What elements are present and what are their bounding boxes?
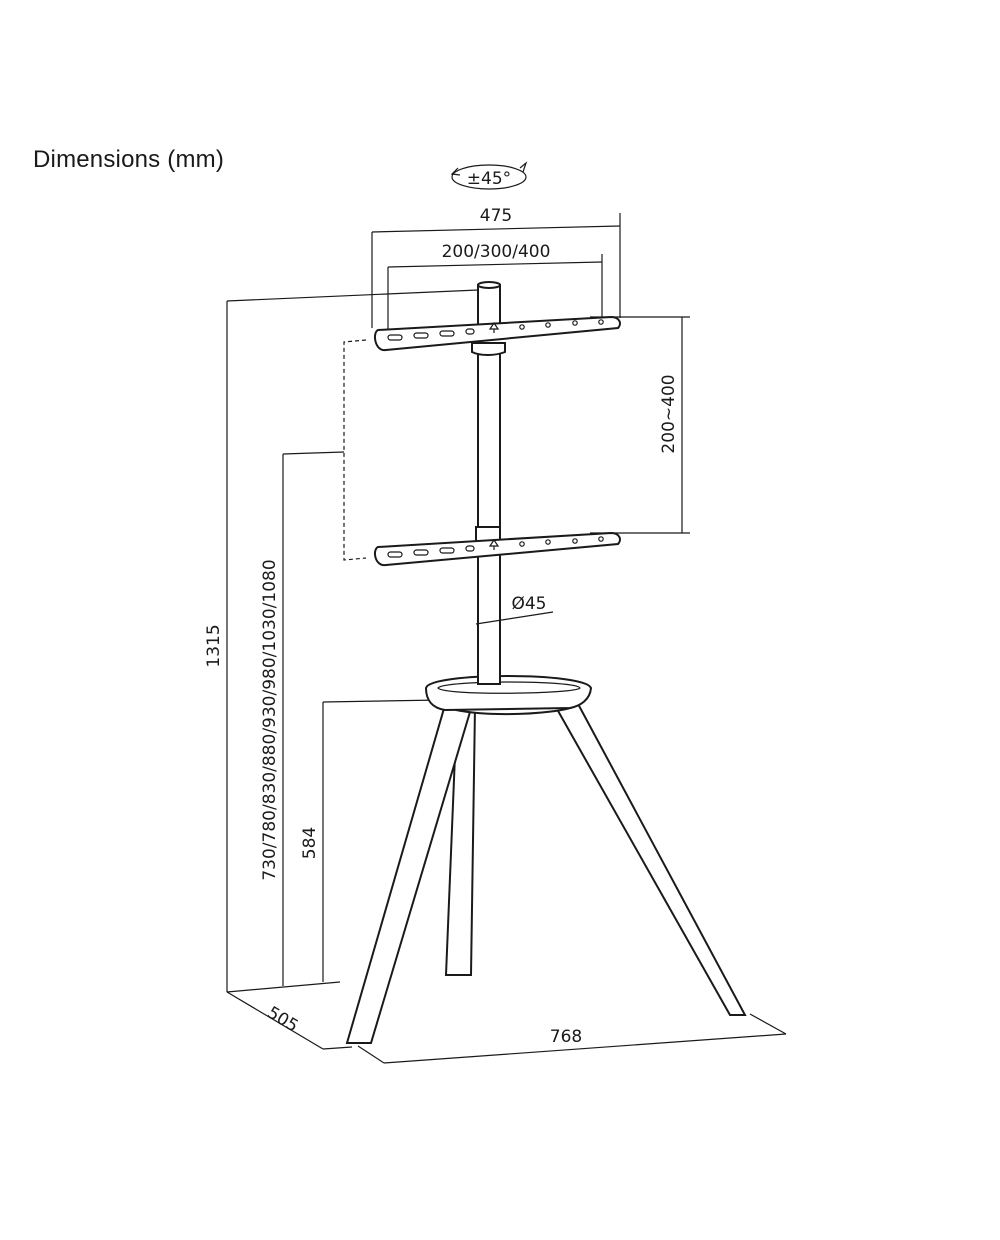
- shelf-height-label: 584: [300, 827, 320, 859]
- total-height-dimension: 1315: [204, 289, 479, 992]
- depth-dimension: 505: [226, 981, 353, 1050]
- pole: [471, 281, 506, 685]
- vesa-horizontal-dimension: 200/300/400: [387, 242, 603, 338]
- width-label: 768: [550, 1027, 582, 1047]
- rotation-indicator: ±45°: [450, 161, 528, 190]
- rotation-label: ±45°: [467, 169, 511, 189]
- height-options-dimension: 730/780/830/880/930/980/1030/1080: [260, 451, 345, 986]
- top-bracket: [373, 315, 621, 352]
- shelf: [424, 675, 593, 716]
- bracket-width-label: 475: [480, 206, 512, 226]
- lower-bracket: [373, 531, 621, 567]
- right-leg: [551, 701, 747, 1016]
- bracket-width-dimension: 475: [371, 206, 621, 328]
- total-height-label: 1315: [204, 624, 224, 667]
- shelf-height-dimension: 584: [300, 699, 441, 982]
- tv-outline: [343, 339, 367, 561]
- depth-label: 505: [264, 1003, 302, 1037]
- height-options-label: 730/780/830/880/930/980/1030/1080: [260, 559, 280, 880]
- width-dimension: 768: [357, 1013, 787, 1064]
- vesa-vertical-dimension: 200~400: [590, 316, 690, 534]
- pole-diameter-dimension: Ø45: [475, 594, 554, 625]
- vesa-horizontal-label: 200/300/400: [442, 242, 551, 262]
- vesa-vertical-label: 200~400: [659, 374, 679, 453]
- pole-diameter-label: Ø45: [511, 594, 546, 614]
- page-title: Dimensions (mm): [33, 146, 225, 173]
